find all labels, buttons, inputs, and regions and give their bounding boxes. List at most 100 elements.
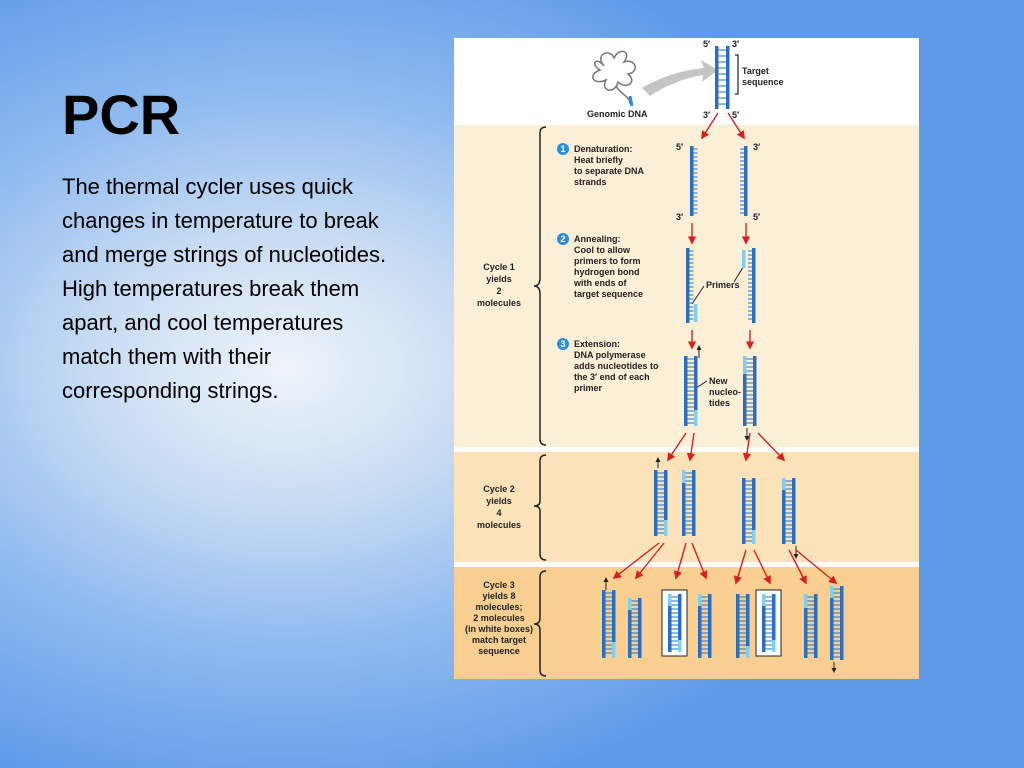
svg-text:hydrogen bond: hydrogen bond <box>574 267 640 277</box>
svg-text:Cycle 2: Cycle 2 <box>483 484 515 494</box>
primers-label: Primers <box>706 280 740 290</box>
dna-molecule <box>804 594 818 658</box>
svg-text:with ends of: with ends of <box>573 278 628 288</box>
svg-text:1: 1 <box>560 144 565 154</box>
svg-text:Extension:: Extension: <box>574 339 620 349</box>
flow-arrow <box>691 542 708 580</box>
flow-arrow <box>727 112 745 140</box>
target-bracket <box>735 54 739 95</box>
slide-body-text: The thermal cycler uses quick changes in… <box>62 174 387 403</box>
flow-arrow <box>667 432 687 462</box>
new-nucleotides-label: New nucleo- tides <box>709 376 741 408</box>
svg-text:2: 2 <box>560 234 565 244</box>
step-3-badge <box>557 338 569 350</box>
cycle2-label: Cycle 2 yields 4 molecules <box>477 484 521 530</box>
cycle1-label: Cycle 1 yields 2 molecules <box>477 262 521 308</box>
dna-single-strand <box>748 248 756 323</box>
step-2-badge <box>557 233 569 245</box>
dna-molecule <box>736 594 750 658</box>
svg-text:Denaturation:: Denaturation: <box>574 144 633 154</box>
dna-molecule <box>628 598 642 658</box>
three-prime-mark: 3′ <box>732 39 739 49</box>
svg-text:to separate DNA: to separate DNA <box>574 166 645 176</box>
svg-text:molecules: molecules <box>477 298 521 308</box>
flow-arrow <box>753 549 771 585</box>
dna-single-strand <box>740 146 748 216</box>
svg-text:sequence: sequence <box>478 646 520 656</box>
svg-text:Cool to allow: Cool to allow <box>574 245 631 255</box>
pcr-diagram-svg: Genomic DNA 5′ 3′ 3′ 5′ Target sequence … <box>454 38 919 679</box>
svg-text:DNA polymerase: DNA polymerase <box>574 350 646 360</box>
svg-text:target sequence: target sequence <box>574 289 643 299</box>
dna-molecule <box>654 470 668 536</box>
new-nucleotides-pointer <box>695 380 708 389</box>
slide-title: PCR <box>62 83 181 146</box>
flow-arrow <box>701 112 719 140</box>
three-prime-mark: 3′ <box>676 212 683 222</box>
dna-molecule <box>830 586 844 660</box>
step-annealing: 2 Annealing: Cool to allow primers to fo… <box>557 233 643 299</box>
pcr-diagram: Genomic DNA 5′ 3′ 3′ 5′ Target sequence … <box>454 38 919 679</box>
svg-text:nucleo-: nucleo- <box>709 387 741 397</box>
primer <box>694 304 698 322</box>
cycle3-brace <box>533 570 547 677</box>
cycle1-brace <box>533 126 547 446</box>
dna-molecule <box>682 470 696 536</box>
svg-text:strands: strands <box>574 177 607 187</box>
svg-text:3: 3 <box>560 339 565 349</box>
svg-text:(in white boxes): (in white boxes) <box>465 624 533 634</box>
cycle2-brace <box>533 454 547 561</box>
genomic-dna-label: Genomic DNA <box>587 109 648 119</box>
svg-text:tides: tides <box>709 398 730 408</box>
flow-arrow <box>634 542 665 580</box>
five-prime-mark: 5′ <box>703 39 710 49</box>
dna-molecule <box>755 589 782 657</box>
five-prime-mark: 5′ <box>753 212 760 222</box>
five-prime-mark: 5′ <box>732 110 739 120</box>
svg-text:yields: yields <box>486 496 512 506</box>
target-dna-duplex <box>715 46 730 109</box>
three-prime-mark: 3′ <box>753 142 760 152</box>
dna-molecule <box>661 589 688 657</box>
dna-molecule <box>698 594 712 658</box>
dna-single-strand <box>686 248 694 323</box>
dna-single-strand <box>690 146 698 216</box>
svg-text:primers to form: primers to form <box>574 256 641 266</box>
five-prime-mark: 5′ <box>676 142 683 152</box>
svg-text:Annealing:: Annealing: <box>574 234 621 244</box>
flow-arrow <box>686 432 696 462</box>
primers-pointer <box>691 285 705 305</box>
svg-text:New: New <box>709 376 729 386</box>
cycle-divider <box>454 447 919 452</box>
step-extension: 3 Extension: DNA polymerase adds nucleot… <box>557 338 659 393</box>
flow-arrow <box>673 542 687 580</box>
genomic-dna-target-segment <box>628 95 634 107</box>
svg-text:2: 2 <box>496 286 501 296</box>
target-sequence-label: sequence <box>742 77 784 87</box>
flow-arrow <box>733 549 747 585</box>
dna-molecule <box>602 590 616 658</box>
svg-text:the 3′ end of each: the 3′ end of each <box>574 372 650 382</box>
flow-arrow <box>795 549 838 585</box>
svg-text:molecules;: molecules; <box>475 602 522 612</box>
target-sequence-label: Target <box>742 66 769 76</box>
dna-molecule <box>743 356 757 426</box>
primer <box>742 250 746 268</box>
extraction-arrow <box>642 60 718 96</box>
top-panel-bg <box>454 38 919 125</box>
flow-arrow <box>742 432 752 462</box>
svg-text:yields 8: yields 8 <box>482 591 515 601</box>
svg-text:Heat briefly: Heat briefly <box>574 155 623 165</box>
flow-arrow <box>757 432 786 462</box>
cycle2-panel-bg <box>454 452 919 562</box>
svg-text:molecules: molecules <box>477 520 521 530</box>
svg-text:2 molecules: 2 molecules <box>473 613 525 623</box>
svg-text:Cycle 1: Cycle 1 <box>483 262 515 272</box>
svg-text:adds nucleotides to: adds nucleotides to <box>574 361 659 371</box>
step-denaturation: 1 Denaturation: Heat briefly to separate… <box>557 143 645 187</box>
dna-molecule <box>782 478 796 544</box>
svg-text:primer: primer <box>574 383 603 393</box>
cycle-divider <box>454 562 919 567</box>
dna-molecule <box>742 478 756 544</box>
cycle3-label: Cycle 3 yields 8 molecules; 2 molecules … <box>465 580 533 656</box>
